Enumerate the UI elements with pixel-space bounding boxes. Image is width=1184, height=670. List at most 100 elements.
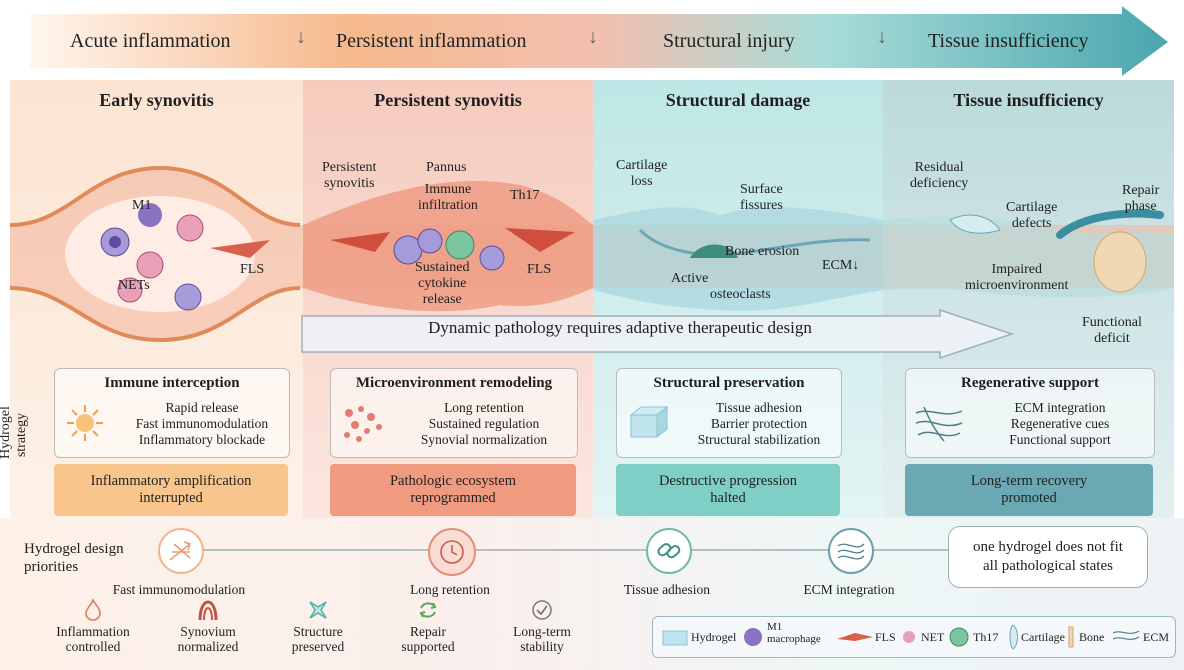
label-impaired-microenvironment: Impaired microenvironment (965, 262, 1069, 293)
stage-label-structural: Structural injury (663, 30, 795, 52)
strategy-box-immune: Immune interception Rapid release Fast i… (54, 368, 290, 458)
outcome-box-micro: Pathologic ecosystem reprogrammed (330, 464, 576, 516)
strategy-title: Regenerative support (961, 375, 1099, 391)
fibers-icon (915, 406, 963, 442)
label-surface-fissures: Surface fissures (740, 182, 783, 213)
label-immune-infiltration: Immune infiltration (418, 182, 478, 213)
ecm-fibers-icon (828, 528, 874, 574)
strategy-side-label: Hydrogel strategy (0, 406, 29, 459)
label-cartilage-defects: Cartilage defects (1006, 200, 1058, 231)
outcome-box-immune: Inflammatory amplification interrupted (54, 464, 288, 516)
outcome-box-regenerative: Long-term recovery promoted (905, 464, 1153, 516)
label-th17: Th17 (510, 188, 540, 203)
label-ecm-down: ECM↓ (822, 258, 860, 273)
outcome-label: Inflammation controlled (56, 624, 130, 654)
label-active: Active (671, 271, 709, 286)
fls-icon (837, 633, 873, 641)
dynamic-arrow (301, 308, 1015, 360)
outcome-label: Long-term stability (513, 624, 571, 654)
legend-label: Th17 (973, 630, 999, 644)
down-arrow-icon: ↓ (877, 26, 887, 48)
callout-text: one hydrogel does not fit all pathologic… (973, 539, 1123, 574)
priority-label: Long retention (410, 582, 490, 597)
outcome-text: Inflammatory amplification interrupted (90, 473, 252, 506)
strategy-line: Inflammatory blockade (138, 432, 266, 447)
design-title: Hydrogel design priorities (24, 541, 124, 575)
pathology-illustration (9, 165, 1174, 343)
legend-label: Hydrogel (691, 630, 737, 644)
stage-label-tissue: Tissue insufficiency (928, 30, 1089, 52)
priority-label: Fast immunomodulation (112, 582, 246, 597)
stage-label-persistent: Persistent inflammation (336, 30, 527, 52)
ecm-icon (1112, 630, 1140, 640)
label-pannus: Pannus (426, 160, 467, 175)
strategy-box-micro: Microenvironment remodeling Long retenti… (330, 368, 578, 458)
label-osteoclasts: osteoclasts (710, 287, 771, 302)
strategy-line: Barrier protection (710, 416, 808, 431)
label-bone-erosion: Bone erosion (725, 244, 800, 259)
macrophage-icon (744, 628, 762, 646)
strategy-line: Rapid release (165, 400, 239, 415)
strategy-line: Regenerative cues (1010, 416, 1110, 431)
legend-label: Cartilage (1021, 630, 1065, 644)
link-icon (646, 528, 692, 574)
strategy-title: Immune interception (104, 375, 240, 391)
dynamic-arrow-text: Dynamic pathology requires adaptive ther… (428, 318, 812, 337)
strategy-line: Fast immunomodulation (135, 416, 269, 431)
strategy-line: Sustained regulation (428, 416, 540, 431)
label-repair-phase: Repair phase (1122, 183, 1160, 214)
arrows-icon (158, 528, 204, 574)
outcome-label: Repair supported (401, 624, 455, 654)
strategy-line: ECM integration (1014, 400, 1106, 415)
net-icon (903, 631, 915, 643)
outcome-text: Destructive progression halted (658, 473, 798, 506)
clock-icon (428, 528, 476, 576)
th17-icon (949, 627, 969, 647)
bone-icon (1068, 626, 1074, 648)
legend-label: NET (921, 630, 945, 644)
label-residual-deficiency: Residual deficiency (910, 160, 969, 191)
starburst-icon (67, 405, 103, 441)
stage-arrow (30, 6, 1168, 76)
callout-box: one hydrogel does not fit all pathologic… (948, 526, 1148, 588)
label-m1: M1 (132, 198, 152, 213)
legend-label: ECM (1143, 630, 1170, 644)
strategy-box-regenerative: Regenerative support ECM integration Reg… (905, 368, 1155, 458)
hydrogel-cube-icon (629, 405, 669, 439)
label-nets: NETs (118, 278, 150, 293)
structure-icon (309, 601, 327, 619)
legend-label: M1 macrophage (767, 621, 821, 645)
cycle-icon (419, 602, 437, 618)
hydrogel-icon (662, 630, 688, 646)
strategy-box-structural: Structural preservation Tissue adhesion … (616, 368, 842, 458)
panel-title-persistent: Persistent synovitis (374, 90, 522, 110)
label-functional-deficit: Functional deficit (1082, 315, 1142, 346)
cartilage-icon (1009, 624, 1018, 650)
outcome-box-structural: Destructive progression halted (616, 464, 840, 516)
priority-label: ECM integration (803, 582, 895, 597)
strategy-title: Structural preservation (653, 375, 805, 391)
legend: Hydrogel M1 macrophage FLS NET Th17 Cart… (652, 616, 1176, 658)
strategy-line: Long retention (444, 400, 524, 415)
label-fls-early: FLS (240, 262, 265, 277)
particles-icon (344, 406, 382, 442)
down-arrow-icon: ↓ (296, 26, 306, 48)
strategy-title: Microenvironment remodeling (355, 375, 553, 391)
legend-label: FLS (875, 630, 896, 644)
check-icon (532, 600, 552, 620)
outcome-text: Long-term recovery promoted (970, 473, 1088, 506)
label-persistent-synovitis: Persistent synovitis (322, 160, 377, 191)
label-sustained-release: Sustained cytokine release (415, 260, 470, 307)
priority-label: Tissue adhesion (623, 582, 711, 597)
synovium-icon (198, 600, 218, 621)
panel-title-structural: Structural damage (665, 90, 811, 110)
panel-title-early: Early synovitis (99, 90, 214, 110)
panel-title-tissue: Tissue insufficiency (953, 90, 1104, 110)
down-arrow-icon: ↓ (588, 26, 598, 48)
strategy-line: Structural stabilization (697, 432, 821, 447)
legend-label: Bone (1079, 630, 1105, 644)
outcome-label: Structure preserved (291, 624, 345, 654)
label-cartilage-loss: Cartilage loss (616, 158, 668, 189)
strategy-line: Tissue adhesion (715, 400, 803, 415)
label-fls-persistent: FLS (527, 262, 552, 277)
